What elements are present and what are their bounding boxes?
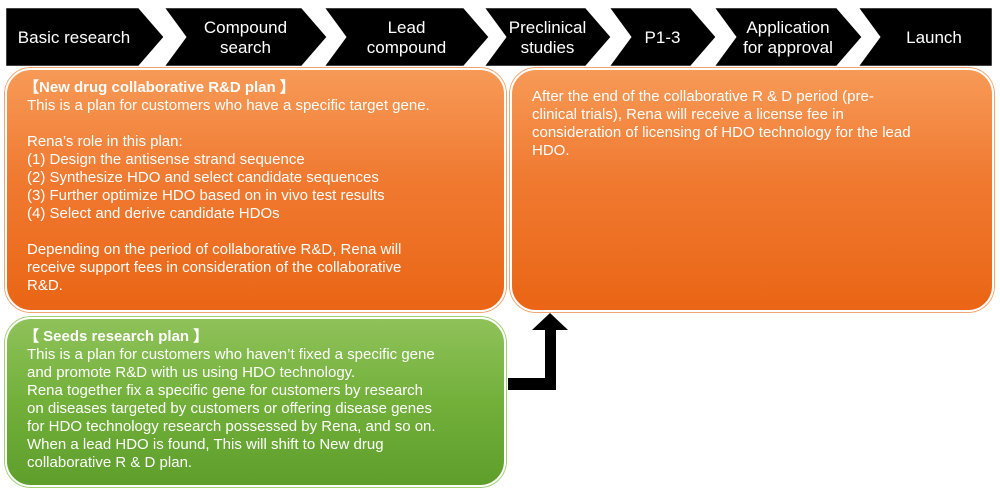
stage-chevron [605, 5, 719, 69]
role-step: (1) Design the antisense strand sequence [27, 151, 305, 168]
stage-label: search [220, 38, 271, 57]
seeds-plan-line: for HDO technology research possessed by… [27, 418, 436, 435]
stage-label: Basic research [18, 28, 130, 47]
seeds-plan-line: This is a plan for customers who haven’t… [27, 346, 435, 363]
stage-label: Compound [204, 18, 287, 37]
seeds-plan-title: 【 Seeds research plan 】 [24, 328, 209, 345]
stage-chevron [710, 5, 865, 69]
license-fee-line: HDO. [532, 142, 570, 159]
stage-label: Preclinical [509, 18, 586, 37]
seeds-plan-line: collaborative R & D plan. [27, 454, 193, 471]
new-drug-plan-title: 【New drug collaborative R&D plan 】 [24, 79, 295, 96]
stage-label: for approval [743, 38, 833, 57]
stage-chevron [160, 5, 330, 69]
support-fee-line: Depending on the period of collaborative… [27, 241, 402, 258]
seeds-plan-line: and promote R&D with us using HDO techno… [27, 364, 356, 381]
seeds-plan-box: 【 Seeds research plan 】 This is a plan f… [5, 317, 506, 487]
new-drug-plan-intro: This is a plan for customers who have a … [27, 97, 430, 114]
stage-chevron [3, 5, 167, 69]
support-fee-line: receive support fees in consideration of… [27, 259, 402, 276]
support-fee-text: Depending on the period of collaborative… [27, 241, 484, 295]
stage-label: Launch [906, 28, 962, 47]
stage-label: Lead [388, 18, 426, 37]
seeds-plan-line: on diseases targeted by customers or off… [27, 400, 432, 417]
stage-label: Application [746, 18, 829, 37]
seeds-plan-line: When a lead HDO is found, This will shif… [27, 436, 384, 453]
stage-chevron [320, 5, 492, 69]
license-fee-line: clinical trials), Rena will receive a li… [532, 106, 844, 123]
license-fee-line: consideration of licensing of HDO techno… [532, 124, 911, 141]
stage-label: compound [367, 38, 446, 57]
stage-label: studies [521, 38, 575, 57]
role-step: (2) Synthesize HDO and select candidate … [27, 169, 379, 186]
role-heading: Rena’s role in this plan: [27, 133, 183, 150]
new-drug-plan-box: 【New drug collaborative R&D plan 】 This … [5, 68, 506, 312]
stage-chevron [480, 5, 614, 69]
license-fee-line: After the end of the collaborative R & D… [532, 88, 874, 105]
role-step: (3) Further optimize HDO based on in viv… [27, 187, 385, 204]
role-step: (4) Select and derive candidate HDOs [27, 205, 280, 222]
shift-arrow-icon [508, 313, 568, 390]
license-fee-box: After the end of the collaborative R & D… [510, 68, 994, 312]
seeds-plan-line: Rena together fix a specific gene for cu… [27, 382, 424, 399]
stage-label: P1-3 [645, 28, 681, 47]
stage-chevron [854, 5, 995, 69]
role-steps: (1) Design the antisense strand sequence… [27, 151, 484, 223]
support-fee-line: R&D. [27, 277, 63, 294]
